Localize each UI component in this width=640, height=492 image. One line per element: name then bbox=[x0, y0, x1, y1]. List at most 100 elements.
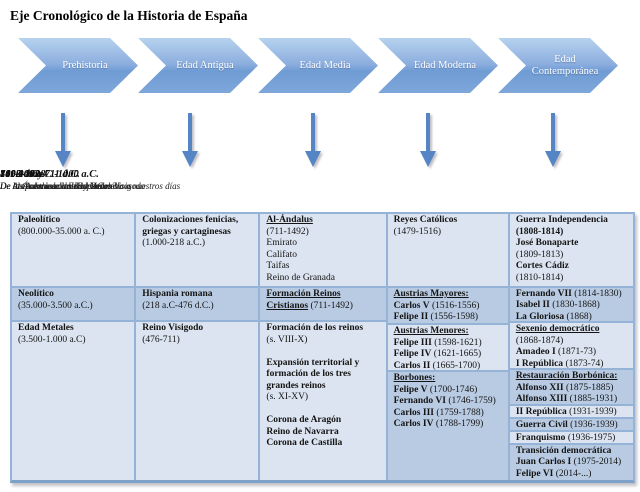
table-cell: Austrias Mayores:Carlos V (1516-1556)Fel… bbox=[387, 286, 508, 323]
cell-line bbox=[266, 346, 380, 358]
timeline-title: Eje Cronológico de la Historia de España bbox=[10, 8, 248, 23]
cell-line: Corona de Castilla bbox=[266, 438, 343, 448]
period-desc: De Atapuerca a la Edad Metales bbox=[0, 181, 118, 191]
cell-line: Juan Carlos I (1975-2014) bbox=[515, 457, 622, 468]
cell-line: Cortes Cádiz bbox=[515, 261, 569, 271]
chevron-label: Edad Media bbox=[299, 59, 351, 71]
period-range: 800.000 a.C.-1000 a.C. bbox=[0, 169, 99, 180]
cell-line: (1810-1814) bbox=[515, 272, 564, 283]
cell-line: Cristianos (711-1492) bbox=[266, 300, 353, 311]
chevron-edad-moderna: Edad Moderna bbox=[378, 38, 498, 93]
cell-line bbox=[266, 404, 380, 416]
table-column-2: Colonizaciones fenicias,griegas y cartag… bbox=[134, 214, 259, 480]
period-label-edad-moderna: 1492-1808 De los Austrias a los Borbones bbox=[0, 169, 112, 192]
cell-line: (s. VIII-X) bbox=[266, 334, 308, 345]
chevron-label: Prehistoria bbox=[62, 59, 108, 71]
table-cell: Guerra Civil (1936-1939) bbox=[509, 416, 634, 430]
cell-line: (1808-1814) bbox=[515, 226, 564, 237]
cell-line: Formación de los reinos bbox=[266, 323, 364, 333]
cell-line: La Gloriosa (1868) bbox=[515, 311, 592, 322]
cell-line: Guerra Independencia bbox=[515, 215, 608, 225]
table-column-5: Guerra Independencia(1808-1814)José Bona… bbox=[507, 214, 634, 480]
history-table: Paleolítico(800.000-35.000 a. C.)Neolíti… bbox=[10, 212, 635, 483]
period-desc: De las colonizaciones al Reino Visigodo bbox=[0, 181, 146, 191]
cell-line: Fernando VII (1814-1830) bbox=[515, 288, 622, 299]
table-cell: Edad Metales(3.500-1.000 a.C) bbox=[12, 320, 135, 480]
period-label-edad-media: 711-1492 De al-Ándalus a los Reyes Catól… bbox=[0, 169, 132, 192]
table-cell: Sexenio democrático(1868-1874)Amadeo I (… bbox=[509, 321, 634, 369]
cell-line: Expansión territorial y bbox=[266, 357, 360, 368]
table-cell: Guerra Independencia(1808-1814)José Bona… bbox=[509, 214, 634, 286]
chevron-edad-contemporanea: Edad Contemporánea bbox=[498, 38, 618, 93]
table-cell: Formación de los reinos(s. VIII-X) Expan… bbox=[260, 320, 386, 480]
table-cell: Restauración Borbónica:Alfonso XII (1875… bbox=[509, 368, 634, 404]
cell-line: (218 a.C-476 d.C.) bbox=[142, 300, 214, 311]
cell-line: Felipe III (1598-1621) bbox=[393, 337, 482, 348]
cell-line: Al-Ándalus bbox=[266, 215, 313, 225]
cell-line: Reino de Navarra bbox=[266, 426, 339, 437]
cell-line: II República (1931-1939) bbox=[515, 406, 617, 417]
cell-line: Alfonso XIII (1885-1931) bbox=[515, 394, 618, 404]
cell-line: grandes reinos bbox=[266, 380, 326, 391]
table-cell: Neolítico(35.000-3.500 a.C.) bbox=[12, 286, 135, 320]
table-column-4: Reyes Católicos(1479-1516)Austrias Mayor… bbox=[385, 214, 508, 480]
cell-line: (1479-1516) bbox=[393, 226, 442, 237]
period-desc: De al-Ándalus a los Reyes Católicos bbox=[0, 181, 132, 191]
cell-line: formación de los tres bbox=[266, 369, 351, 379]
cell-line: Guerra Civil (1936-1939) bbox=[515, 419, 618, 430]
table-cell: Reino Visigodo(476-711) bbox=[136, 320, 259, 480]
cell-line: Isabel II (1830-1868) bbox=[515, 300, 600, 311]
cell-line: Borbones: bbox=[393, 373, 436, 383]
table-cell: Paleolítico(800.000-35.000 a. C.) bbox=[12, 214, 135, 286]
cell-line: Hispania romana bbox=[142, 289, 213, 299]
cell-line: griegas y cartaginesas bbox=[142, 226, 231, 237]
cell-line: Transición democrática bbox=[515, 445, 612, 456]
cell-line: Reino de Granada bbox=[266, 272, 335, 283]
table-column-1: Paleolítico(800.000-35.000 a. C.)Neolíti… bbox=[12, 214, 135, 480]
cell-line: (800.000-35.000 a. C.) bbox=[18, 226, 105, 237]
table-cell: Colonizaciones fenicias,griegas y cartag… bbox=[136, 214, 259, 286]
cell-line: Alfonso XII (1875-1885) bbox=[515, 382, 614, 393]
down-arrow-icon bbox=[545, 113, 561, 167]
cell-line: (3.500-1.000 a.C) bbox=[18, 334, 86, 345]
cell-line: Neolítico bbox=[18, 289, 54, 299]
period-range: 711-1492 bbox=[0, 169, 40, 180]
cell-line: Felipe IV (1621-1665) bbox=[393, 349, 482, 359]
period-desc: De la Guerra de la Independencia a nuest… bbox=[0, 181, 181, 191]
cell-line: Carlos III (1759-1788) bbox=[393, 407, 484, 418]
cell-line: (s. XI-XV) bbox=[266, 392, 309, 402]
table-cell: Borbones:Felipe V (1700-1746)Fernando VI… bbox=[387, 370, 508, 480]
cell-line: José Bonaparte bbox=[515, 238, 579, 248]
cell-line: Emirato bbox=[266, 238, 298, 248]
cell-line: I República (1873-74) bbox=[515, 358, 604, 369]
down-arrow-icon bbox=[182, 113, 198, 167]
cell-line: Carlos II (1665-1700) bbox=[393, 360, 481, 371]
cell-line: Califato bbox=[266, 249, 298, 260]
table-cell: Reyes Católicos(1479-1516) bbox=[387, 214, 508, 286]
cell-line: Reino Visigodo bbox=[142, 323, 204, 333]
cell-line: Fernando VI (1746-1759) bbox=[393, 396, 496, 406]
down-arrow-icon bbox=[305, 113, 321, 167]
period-label-edad-antigua: 1000 a.C.-711 d.C. De las colonizaciones… bbox=[0, 169, 145, 192]
period-range: 1808- hoy bbox=[0, 169, 43, 180]
table-cell: Austrias Menores:Felipe III (1598-1621)F… bbox=[387, 323, 508, 371]
chevron-label: Edad Contemporánea bbox=[531, 54, 599, 77]
cell-line: Edad Metales bbox=[18, 323, 74, 333]
cell-line: Colonizaciones fenicias, bbox=[142, 215, 239, 225]
table-cell: Hispania romana(218 a.C-476 d.C.) bbox=[136, 286, 259, 320]
chevron-edad-media: Edad Media bbox=[258, 38, 378, 93]
cell-line: Formación Reinos bbox=[266, 289, 341, 299]
down-arrow-icon bbox=[420, 113, 436, 167]
down-arrow-icon bbox=[55, 113, 71, 167]
table-cell: Fernando VII (1814-1830)Isabel II (1830-… bbox=[509, 285, 634, 322]
period-desc: De los Austrias a los Borbones bbox=[0, 181, 112, 191]
cell-line: Amadeo I (1871-73) bbox=[515, 347, 597, 358]
cell-line: Franquismo (1936-1975) bbox=[515, 432, 616, 443]
cell-line: Paleolítico bbox=[18, 215, 61, 225]
cell-line: Sexenio democrático bbox=[515, 324, 600, 335]
cell-line: (35.000-3.500 a.C.) bbox=[18, 300, 93, 311]
